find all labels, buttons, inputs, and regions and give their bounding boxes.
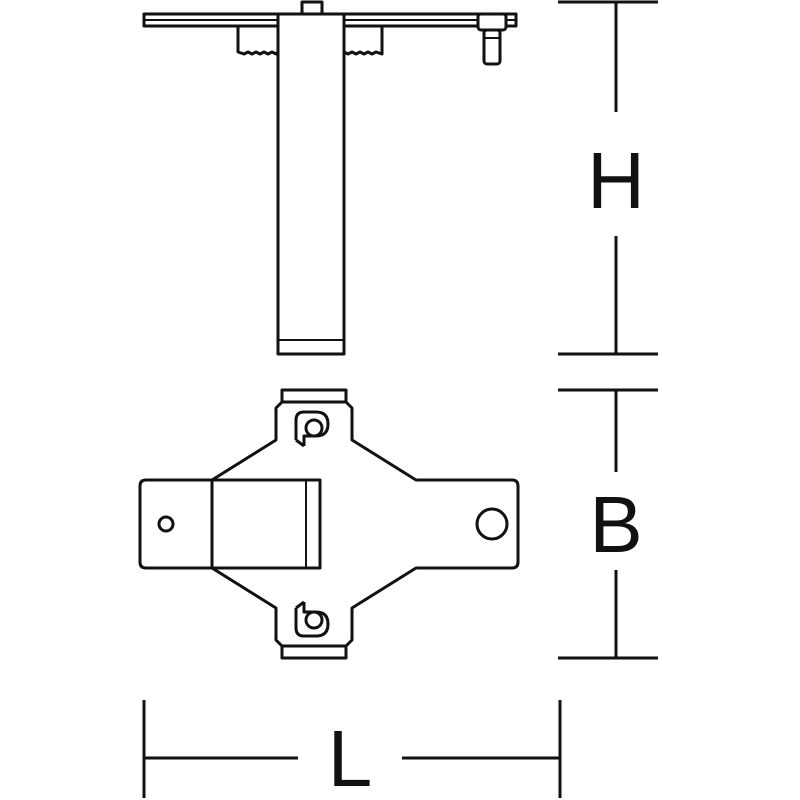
bottom-screw-hole bbox=[304, 610, 324, 630]
bottom-slot-notch bbox=[295, 600, 305, 610]
pin-head bbox=[476, 12, 508, 32]
top-slot-notch bbox=[295, 438, 305, 448]
bottom-slot-left bbox=[294, 602, 330, 638]
base-plate-outline bbox=[138, 388, 520, 660]
clip-left-side bbox=[236, 24, 280, 56]
vertical-post bbox=[276, 12, 346, 356]
l-label: L bbox=[328, 714, 373, 800]
top-slot-left bbox=[294, 410, 330, 446]
top-view bbox=[138, 388, 520, 660]
top-screw-hole bbox=[304, 418, 324, 438]
clip-right-side bbox=[342, 24, 384, 56]
dimension-h: H bbox=[558, 0, 658, 356]
dimension-b: B bbox=[558, 388, 658, 660]
h-label: H bbox=[587, 136, 645, 225]
b-label: B bbox=[589, 480, 642, 569]
left-mount-hole bbox=[157, 515, 175, 533]
top-knob bbox=[300, 0, 324, 16]
right-mount-hole bbox=[475, 507, 509, 541]
dimension-l: L bbox=[142, 700, 562, 800]
side-view bbox=[142, 0, 518, 356]
pin-shaft bbox=[482, 28, 502, 66]
post-top-rect bbox=[210, 478, 322, 570]
